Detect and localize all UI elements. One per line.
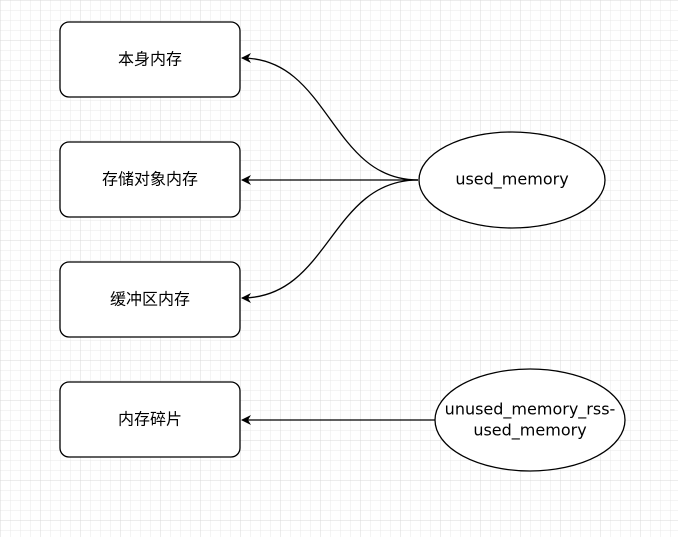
node-label-line2: used_memory (473, 421, 586, 441)
node-used-memory[interactable]: used_memory (418, 131, 606, 229)
node-label: 缓冲区内存 (110, 290, 190, 309)
edge-used-to-self[interactable] (241, 53, 419, 181)
node-fragmentation[interactable]: 内存碎片 (59, 381, 241, 458)
node-buffer-memory[interactable]: 缓冲区内存 (59, 261, 241, 338)
node-self-memory[interactable]: 本身内存 (59, 21, 241, 98)
edge-used-to-buffer[interactable] (241, 179, 419, 303)
node-label: used_memory (455, 170, 568, 190)
node-rss-minus-used[interactable]: unused_memory_rss- used_memory (434, 368, 626, 472)
node-label: 内存碎片 (118, 410, 182, 429)
node-object-memory[interactable]: 存储对象内存 (59, 141, 241, 218)
node-label: 本身内存 (118, 50, 182, 69)
node-label-line1: unused_memory_rss- (445, 400, 616, 420)
node-label: 存储对象内存 (102, 170, 198, 189)
